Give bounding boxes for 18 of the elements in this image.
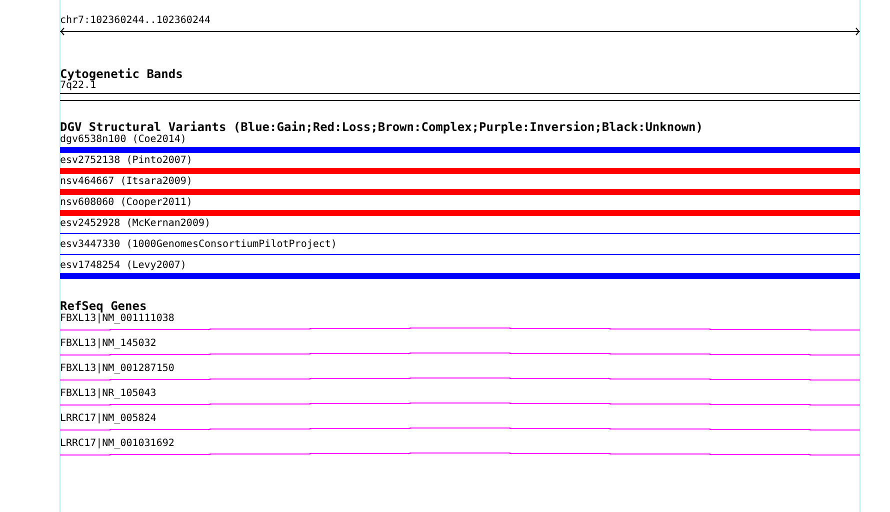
variant-label: nsv608060 (Cooper2011) (60, 197, 192, 208)
variant-label: nsv464667 (Itsara2009) (60, 176, 192, 187)
track-heading: Cytogenetic Bands (60, 68, 183, 81)
gene-label: FBXL13|NR_105043 (60, 388, 156, 399)
variant-label: esv3447330 (1000GenomesConsortiumPilotProject) (60, 239, 337, 250)
gene-label: FBXL13|NM_145032 (60, 338, 156, 349)
gene-label: FBXL13|NM_001287150 (60, 363, 174, 374)
variant-label: esv2752138 (Pinto2007) (60, 155, 192, 166)
variant-label: esv1748254 (Levy2007) (60, 260, 186, 271)
variant-label: dgv6538n100 (Coe2014) (60, 134, 186, 145)
gene-label: LRRC17|NM_001031692 (60, 438, 174, 449)
gene-label: LRRC17|NM_005824 (60, 413, 156, 424)
band-label: 7q22.1 (60, 80, 96, 91)
track-heading: RefSeq Genes (60, 300, 147, 313)
track-heading: DGV Structural Variants (Blue:Gain;Red:Loss;Brown:Complex;Purple:Inversion;Black:Unknown) (60, 121, 703, 134)
coordinate-label: chr7:102360244..102360244 (60, 15, 211, 26)
gene-label: FBXL13|NM_001111038 (60, 313, 174, 324)
variant-label: esv2452928 (McKernan2009) (60, 218, 211, 229)
